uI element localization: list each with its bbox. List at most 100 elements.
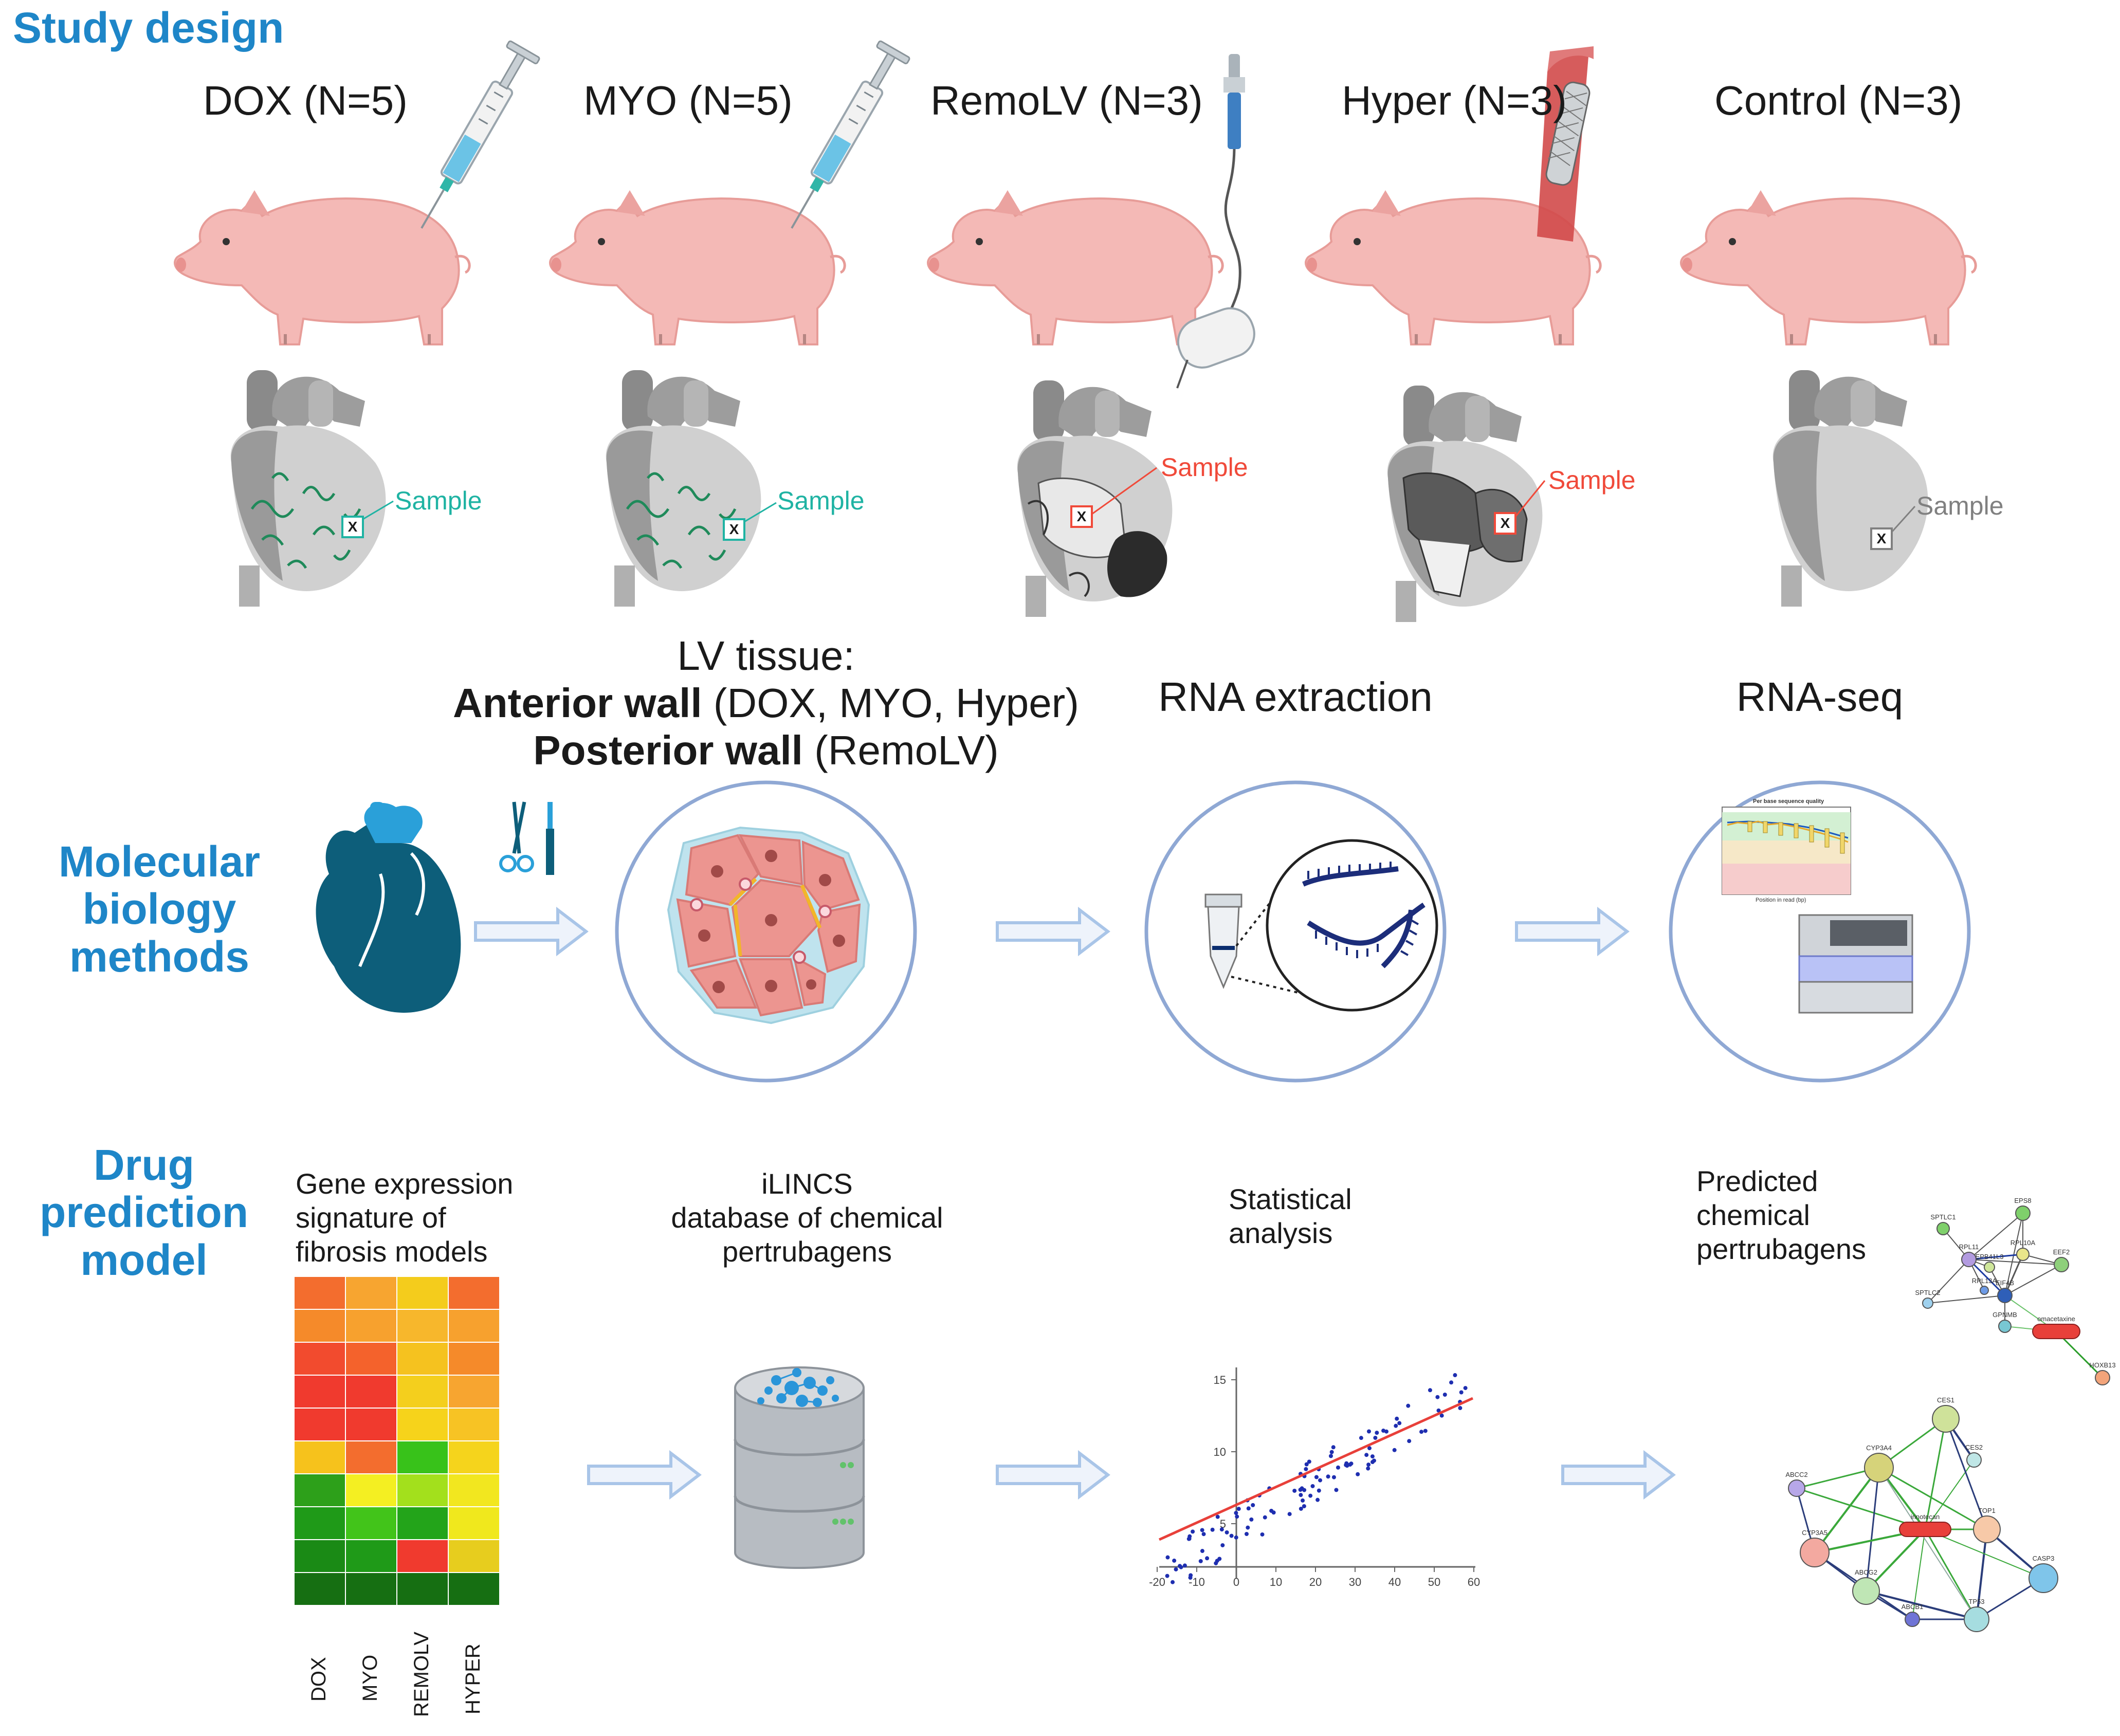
scatter-point: [1229, 1533, 1234, 1538]
gene-node: [2054, 1257, 2069, 1272]
heatmap-cell: [294, 1276, 346, 1310]
network-edge: [2004, 1213, 2023, 1296]
network-node-label: SPTLC1: [1930, 1213, 1955, 1221]
stent-vessel-icon: [1537, 46, 1594, 242]
predicted-line-3: pertrubagens: [1696, 1233, 1867, 1266]
heatmap-cell: [294, 1506, 346, 1540]
heatmap-cell: [448, 1309, 500, 1343]
scatter-point: [1366, 1429, 1371, 1434]
heatmap-cell: [448, 1506, 500, 1540]
network-node-label: CYP3A5: [1802, 1529, 1827, 1537]
heatmap-cell: [345, 1572, 397, 1606]
x-tick-label: 10: [1270, 1576, 1282, 1588]
network-node-label: CASP3: [2033, 1555, 2055, 1562]
scatter-point: [1394, 1423, 1398, 1428]
heart-control: [1772, 370, 1928, 607]
scatter-point: [1302, 1504, 1306, 1508]
pig-control: [1681, 190, 1976, 344]
scatter-point: [1375, 1431, 1379, 1435]
network-edge: [1945, 1418, 1988, 1530]
fastqc-title: Per base sequence quality: [1753, 798, 1824, 805]
scatter-point: [1344, 1461, 1349, 1466]
predicted-line-2: chemical: [1696, 1199, 1810, 1232]
scatter-point: [1436, 1408, 1441, 1413]
scatter-point: [1171, 1580, 1175, 1584]
network-edge: [1927, 1295, 2005, 1304]
drug-node: [1899, 1522, 1951, 1537]
network-node-label: CES1: [1937, 1396, 1954, 1404]
scatter-point: [1449, 1380, 1454, 1385]
heatmap-column-myo: MYO: [359, 1654, 381, 1702]
flow-arrow-6: [1561, 1450, 1676, 1500]
scatter-point: [1302, 1488, 1307, 1492]
scatter-point: [1407, 1439, 1412, 1443]
network-node-label: RPL10A: [2011, 1239, 2036, 1247]
tube-icon: [1204, 893, 1242, 989]
ilincs-line-2: database of chemical: [671, 1201, 943, 1234]
heatmap-cell: [448, 1440, 500, 1474]
y-tick-label: 15: [1214, 1374, 1226, 1386]
anatomical-heart-icon: [316, 802, 461, 1013]
scatter-point: [1329, 1450, 1334, 1454]
heatmap-cell: [345, 1309, 397, 1343]
network-node-label: EEF2: [2053, 1248, 2070, 1256]
anterior-wall-bold: Anterior wall: [453, 680, 702, 726]
gene-node: [1788, 1479, 1805, 1497]
sample-marker-hyper: [1494, 480, 1546, 535]
sample-marker-control: [1870, 505, 1916, 550]
fastqc-plot: [1722, 807, 1851, 895]
sample-label-remolv: Sample: [1161, 453, 1248, 482]
network-large: CES1CES2ABCC2CYP3A4TOP1irinotecanCYP3A5C…: [1785, 1396, 2058, 1632]
y-tick-label: 5: [1220, 1518, 1226, 1530]
scatter-point: [1370, 1454, 1375, 1459]
heatmap-cell: [396, 1473, 449, 1507]
scatter-point: [1172, 1558, 1177, 1563]
gene-node: [2015, 1205, 2031, 1221]
group-label-remolv: RemoLV (N=3): [930, 78, 1203, 123]
scatter-point: [1453, 1373, 1457, 1378]
network-node-label: EIF4B: [1996, 1279, 2014, 1287]
heatmap-cell: [345, 1506, 397, 1540]
sequencer-icon: [1798, 914, 1913, 1014]
section-title-molecular: Molecular biology methods: [58, 837, 261, 981]
scatter-point: [1459, 1390, 1464, 1395]
scatter-point: [1423, 1429, 1428, 1433]
group-label-hyper: Hyper (N=3): [1342, 78, 1567, 123]
scatter-point: [1348, 1463, 1353, 1467]
heatmap-cell: [294, 1342, 346, 1376]
scatter-point: [1366, 1463, 1371, 1467]
heatmap: [294, 1276, 500, 1606]
network-node-label: CYP3A4: [1866, 1444, 1892, 1452]
scatter-point: [1384, 1429, 1389, 1434]
scatter-point: [1215, 1514, 1220, 1519]
gene-expression-label: Gene expression signature of fibrosis mo…: [296, 1167, 532, 1269]
flow-arrow-5: [996, 1450, 1110, 1500]
sample-x-remolv: X: [1076, 508, 1087, 524]
predicted-label: Predicted chemical pertrubagens: [1696, 1164, 1902, 1266]
network-edge: [1976, 1529, 1988, 1620]
gene-expression-line-3: fibrosis models: [296, 1235, 488, 1268]
heatmap-cell: [294, 1309, 346, 1343]
heatmap-cell: [396, 1408, 449, 1441]
posterior-wall-bold: Posterior wall: [533, 727, 803, 773]
group-label-myo: MYO (N=5): [583, 78, 793, 123]
scatter-point: [1189, 1573, 1193, 1578]
heart-hyper: [1387, 386, 1543, 622]
gene-node: [1998, 1320, 2012, 1333]
gene-node: [2016, 1248, 2030, 1261]
scatter-point: [1219, 1527, 1224, 1532]
heatmap-cell: [396, 1375, 449, 1409]
scatter-point: [1263, 1515, 1267, 1520]
gene-node: [1800, 1538, 1830, 1567]
scatter-point: [1366, 1466, 1370, 1471]
heatmap-cell: [345, 1539, 397, 1573]
scatter-point: [1225, 1530, 1229, 1534]
heatmap-cell: [345, 1375, 397, 1409]
heatmap-cell: [396, 1309, 449, 1343]
network-node-label: RPL11: [1959, 1243, 1979, 1251]
network-edge: [1968, 1253, 2023, 1260]
gene-node: [1980, 1286, 1989, 1295]
heatmap-cell: [345, 1473, 397, 1507]
scatter-point: [1406, 1403, 1411, 1408]
scatter-point: [1373, 1436, 1378, 1440]
